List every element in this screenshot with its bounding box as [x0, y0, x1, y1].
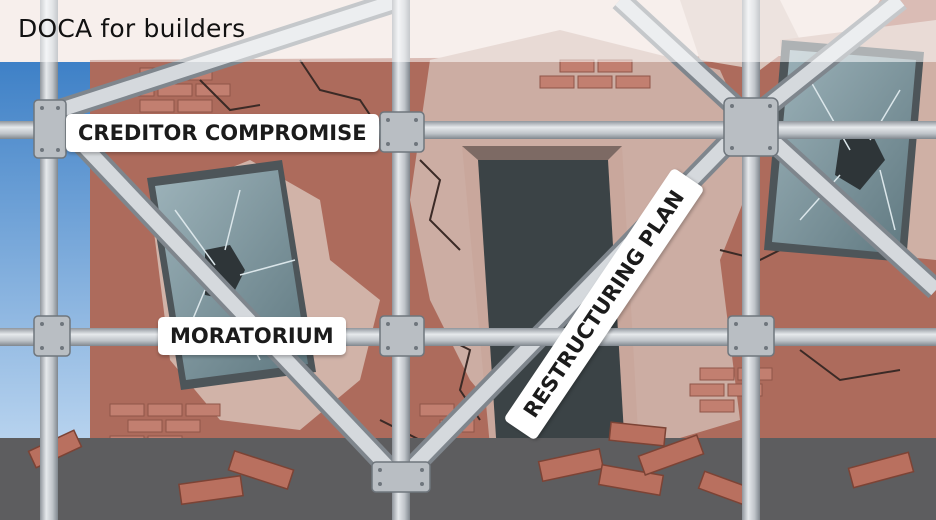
ground [0, 438, 936, 520]
clamp-bolts [40, 104, 772, 486]
creditor-compromise-label: CREDITOR COMPROMISE [66, 114, 379, 152]
cracked-window-icon [764, 40, 924, 262]
rubble-bricks [27, 421, 915, 508]
page-title: DOCA for builders [18, 14, 246, 43]
title-bar [0, 0, 936, 62]
scaffold-clamp-icon [33, 97, 779, 493]
moratorium-label: MORATORIUM [158, 317, 346, 355]
